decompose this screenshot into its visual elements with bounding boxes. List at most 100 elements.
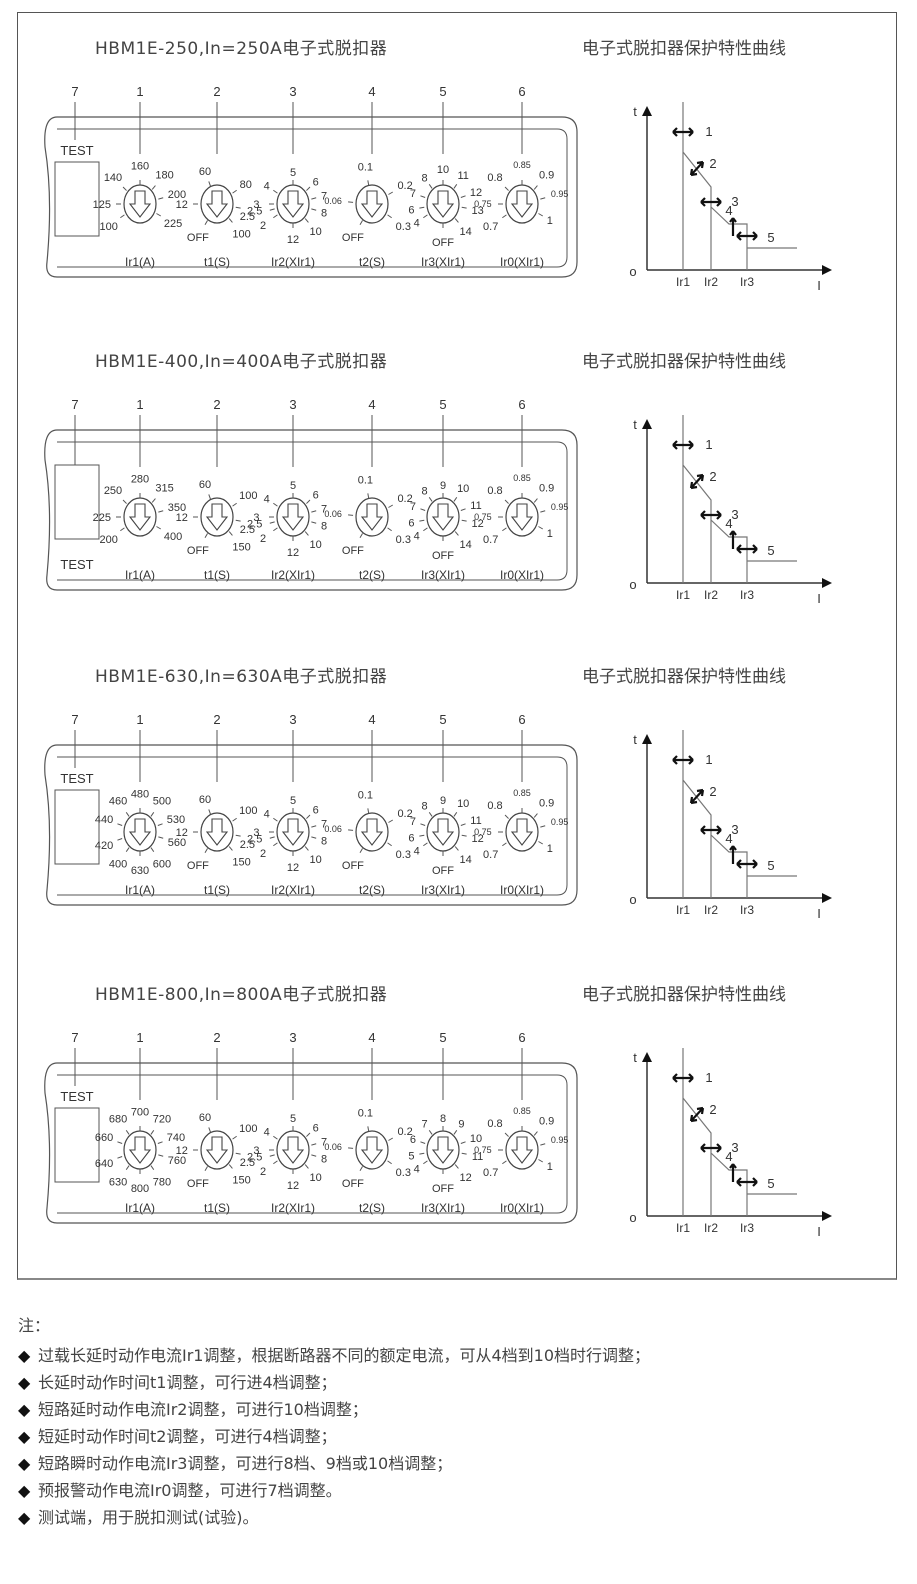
- callout-number: 3: [289, 84, 296, 99]
- dial-tick: [228, 218, 233, 223]
- dial-tick: [306, 186, 311, 191]
- dial-value: 125: [93, 199, 111, 211]
- dial-label: Ir2(XIr1): [271, 255, 315, 269]
- curve-x-label: Ir1: [676, 903, 690, 917]
- dial-value: OFF: [342, 860, 364, 872]
- dial-value: 60: [199, 166, 211, 178]
- curve-marker-number: 1: [705, 437, 712, 452]
- dial-value: 0.9: [539, 1116, 554, 1128]
- dial-label: Ir2(XIr1): [271, 883, 315, 897]
- axis-arrow-icon: [822, 265, 832, 275]
- dial-tick: [419, 1152, 425, 1155]
- note-text: 短路瞬时动作电流Ir3调整，可进行8档、9档或10档调整；: [38, 1454, 453, 1473]
- test-terminal[interactable]: [54, 1107, 100, 1183]
- dial-value: 0.9: [539, 798, 554, 810]
- dial-value: 60: [199, 794, 211, 806]
- dial-value: 150: [232, 541, 250, 553]
- dial-value: 12: [176, 1145, 188, 1157]
- dial-value: 0.2: [397, 180, 412, 192]
- dial-tick: [460, 823, 466, 826]
- dial-value: 660: [95, 1132, 113, 1144]
- dial-value: 2.5: [240, 1157, 255, 1169]
- dial-tick: [150, 847, 155, 852]
- arrow-down-icon: [128, 190, 152, 218]
- dial-label: t1(S): [204, 883, 230, 897]
- arrow-down-icon: [128, 818, 152, 846]
- test-terminal[interactable]: [54, 464, 100, 540]
- dial-tick: [423, 527, 428, 532]
- note-item: ◆过载长延时动作电流Ir1调整，根据断路器不同的额定电流，可从4档到10档时行调…: [18, 1342, 650, 1369]
- dial-value: 100: [232, 228, 250, 240]
- arrow-down-icon: [510, 818, 534, 846]
- dial-value: 530: [167, 814, 185, 826]
- callout-number: 6: [518, 1030, 525, 1045]
- arrow-down-icon: [360, 190, 384, 218]
- dial-tick: [504, 499, 509, 504]
- note-list: ◆过载长延时动作电流Ir1调整，根据断路器不同的额定电流，可从4档到10档时行调…: [18, 1342, 650, 1531]
- dial-tick: [428, 497, 433, 502]
- curve-x-label: Ir3: [740, 903, 754, 917]
- dial-value: 225: [164, 218, 182, 230]
- dial-value: 250: [104, 485, 122, 497]
- dial-value: 640: [95, 1158, 113, 1170]
- dial-tick: [208, 1127, 211, 1133]
- dial-value: 3: [253, 199, 259, 211]
- dial-value: 14: [459, 539, 471, 551]
- dial-value: 11: [470, 815, 481, 827]
- dial-value: 10: [309, 539, 321, 551]
- dial-tick: [419, 206, 425, 209]
- dial-value: 0.3: [396, 1167, 411, 1179]
- dial-tick: [158, 836, 164, 839]
- dial-value: 12: [471, 833, 483, 845]
- dial-value: 4: [414, 217, 420, 229]
- diamond-bullet-icon: ◆: [18, 1400, 31, 1419]
- vertical-arrow-icon: [729, 217, 737, 236]
- dial-tick: [428, 1130, 433, 1135]
- dial-value: OFF: [342, 545, 364, 557]
- dial-label: t2(S): [359, 883, 385, 897]
- dial-value: 2.5: [240, 211, 255, 223]
- test-terminal[interactable]: [54, 789, 100, 865]
- double-arrow-icon: [700, 825, 722, 835]
- dial-value: 10: [457, 798, 469, 810]
- test-terminal[interactable]: [54, 161, 100, 237]
- dial-value: 9: [458, 1119, 464, 1131]
- axis-arrow-icon: [642, 1052, 652, 1062]
- test-label: TEST: [60, 1089, 93, 1104]
- dial-value: 10: [309, 854, 321, 866]
- arrow-down-icon: [128, 1136, 152, 1164]
- diamond-bullet-icon: ◆: [18, 1373, 31, 1392]
- dial-value: 12: [176, 199, 188, 211]
- dial-value: 0.1: [358, 789, 373, 801]
- callout-number: 2: [213, 397, 220, 412]
- dial-tick: [157, 823, 163, 826]
- dial-tick: [269, 208, 275, 211]
- note-text: 短延时动作时间t2调整，可进行4档调整；: [38, 1427, 337, 1446]
